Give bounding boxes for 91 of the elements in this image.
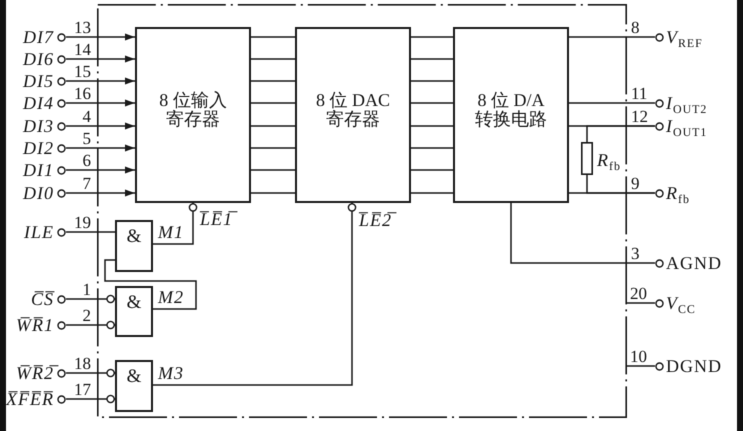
- signal-label: L̅E̅2̅: [358, 209, 396, 231]
- signal-line: [251, 58, 295, 60]
- signal-line: [66, 294, 115, 304]
- signal-line: [569, 36, 655, 38]
- pin-number: 8: [631, 20, 640, 36]
- pin-number: 16: [74, 86, 91, 102]
- signal-line: [411, 80, 453, 82]
- signal-line: [411, 125, 453, 127]
- gate-label: M3: [158, 364, 185, 382]
- and-gate: &: [115, 286, 153, 337]
- pin-number: 1: [82, 282, 91, 298]
- signal-line: [586, 125, 655, 142]
- function-block: 8 位输入寄存器: [135, 27, 251, 203]
- signal-line: [627, 302, 655, 304]
- signal-line: [510, 203, 655, 264]
- pin-number: 19: [74, 215, 91, 231]
- signal-line: [153, 203, 198, 245]
- pin-label: AGND: [665, 252, 723, 275]
- pin-number: 4: [82, 109, 91, 125]
- signal-line: [66, 320, 115, 330]
- arrow: [66, 122, 135, 130]
- pin-label: DI0: [22, 182, 55, 205]
- pin-label: ILE: [23, 221, 55, 244]
- signal-line: [251, 169, 295, 171]
- pin-label: V$_{REF}$: [665, 26, 704, 50]
- pin-label: DGND: [665, 355, 723, 378]
- pin-label: DI4: [22, 92, 55, 115]
- pin-number: 10: [630, 349, 647, 365]
- pin-label: R$_{fb}$: [665, 182, 691, 206]
- signal-line: [411, 58, 453, 60]
- pin-label: W̅R̅2̅: [15, 360, 57, 386]
- signal-line: [586, 175, 655, 194]
- pin-label: DI6: [22, 48, 55, 71]
- signal-label: L̅E̅1̅: [199, 208, 238, 230]
- signal-line: [251, 80, 295, 82]
- arrow: [66, 190, 135, 196]
- signal-line: [251, 125, 295, 127]
- pin-number: 2: [82, 308, 91, 324]
- signal-line: [411, 192, 453, 194]
- pin-number: 9: [631, 176, 640, 192]
- gate-label: M1: [158, 223, 185, 241]
- signal-line: [153, 203, 356, 386]
- function-block: 8 位 D/A转换电路: [453, 27, 569, 203]
- arrow: [66, 34, 135, 40]
- pin-label: DI5: [22, 70, 55, 93]
- arrow: [66, 56, 135, 62]
- pin-number: 6: [82, 153, 91, 169]
- function-block: 8 位 DAC寄存器: [295, 27, 411, 203]
- pin-number: 13: [74, 20, 91, 36]
- gate-label: M2: [158, 288, 185, 306]
- pin-number: 14: [74, 42, 91, 58]
- pin-number: 7: [82, 176, 91, 192]
- pin-number: 17: [74, 382, 91, 398]
- signal-line: [411, 102, 453, 104]
- arrow: [66, 166, 135, 174]
- arrow: [66, 144, 135, 152]
- signal-line: [627, 365, 655, 367]
- signal-line: [66, 231, 115, 233]
- arrow: [66, 78, 135, 84]
- pin-label: V$_{CC}$: [665, 292, 697, 316]
- pin-label: W̅R̅1: [15, 314, 55, 337]
- pin-label: I$_{OUT2}$: [665, 92, 708, 116]
- arrow: [66, 100, 135, 106]
- pin-number: 20: [630, 286, 647, 302]
- pin-number: 5: [82, 131, 91, 147]
- and-gate: &: [115, 360, 153, 412]
- pin-number: 3: [631, 246, 640, 262]
- pin-label: I$_{OUT1}$: [665, 115, 708, 139]
- pin-label: DI2: [22, 137, 55, 160]
- signal-line: [251, 102, 295, 104]
- signal-line: [411, 169, 453, 171]
- pin-number: 18: [74, 356, 91, 372]
- signal-line: [411, 36, 453, 38]
- pin-label: DI7: [22, 26, 55, 49]
- signal-line: [66, 368, 115, 378]
- pin-number: 12: [631, 109, 648, 125]
- pin-number: 15: [74, 64, 91, 80]
- signal-line: [66, 394, 115, 404]
- signal-line: [251, 147, 295, 149]
- signal-line: [104, 259, 197, 310]
- component-label: R$_{fb}$: [597, 151, 622, 169]
- pin-number: 11: [631, 86, 648, 102]
- signal-line: [251, 192, 295, 194]
- pin-label: X̅F̅E̅R̅: [5, 388, 55, 411]
- signal-line: [569, 102, 655, 104]
- pin-label: C̅S̅: [30, 288, 56, 311]
- signal-line: [251, 36, 295, 38]
- pin-label: DI1: [22, 159, 55, 182]
- signal-line: [411, 147, 453, 149]
- pin-label: DI3: [22, 115, 55, 138]
- and-gate: &: [115, 220, 153, 272]
